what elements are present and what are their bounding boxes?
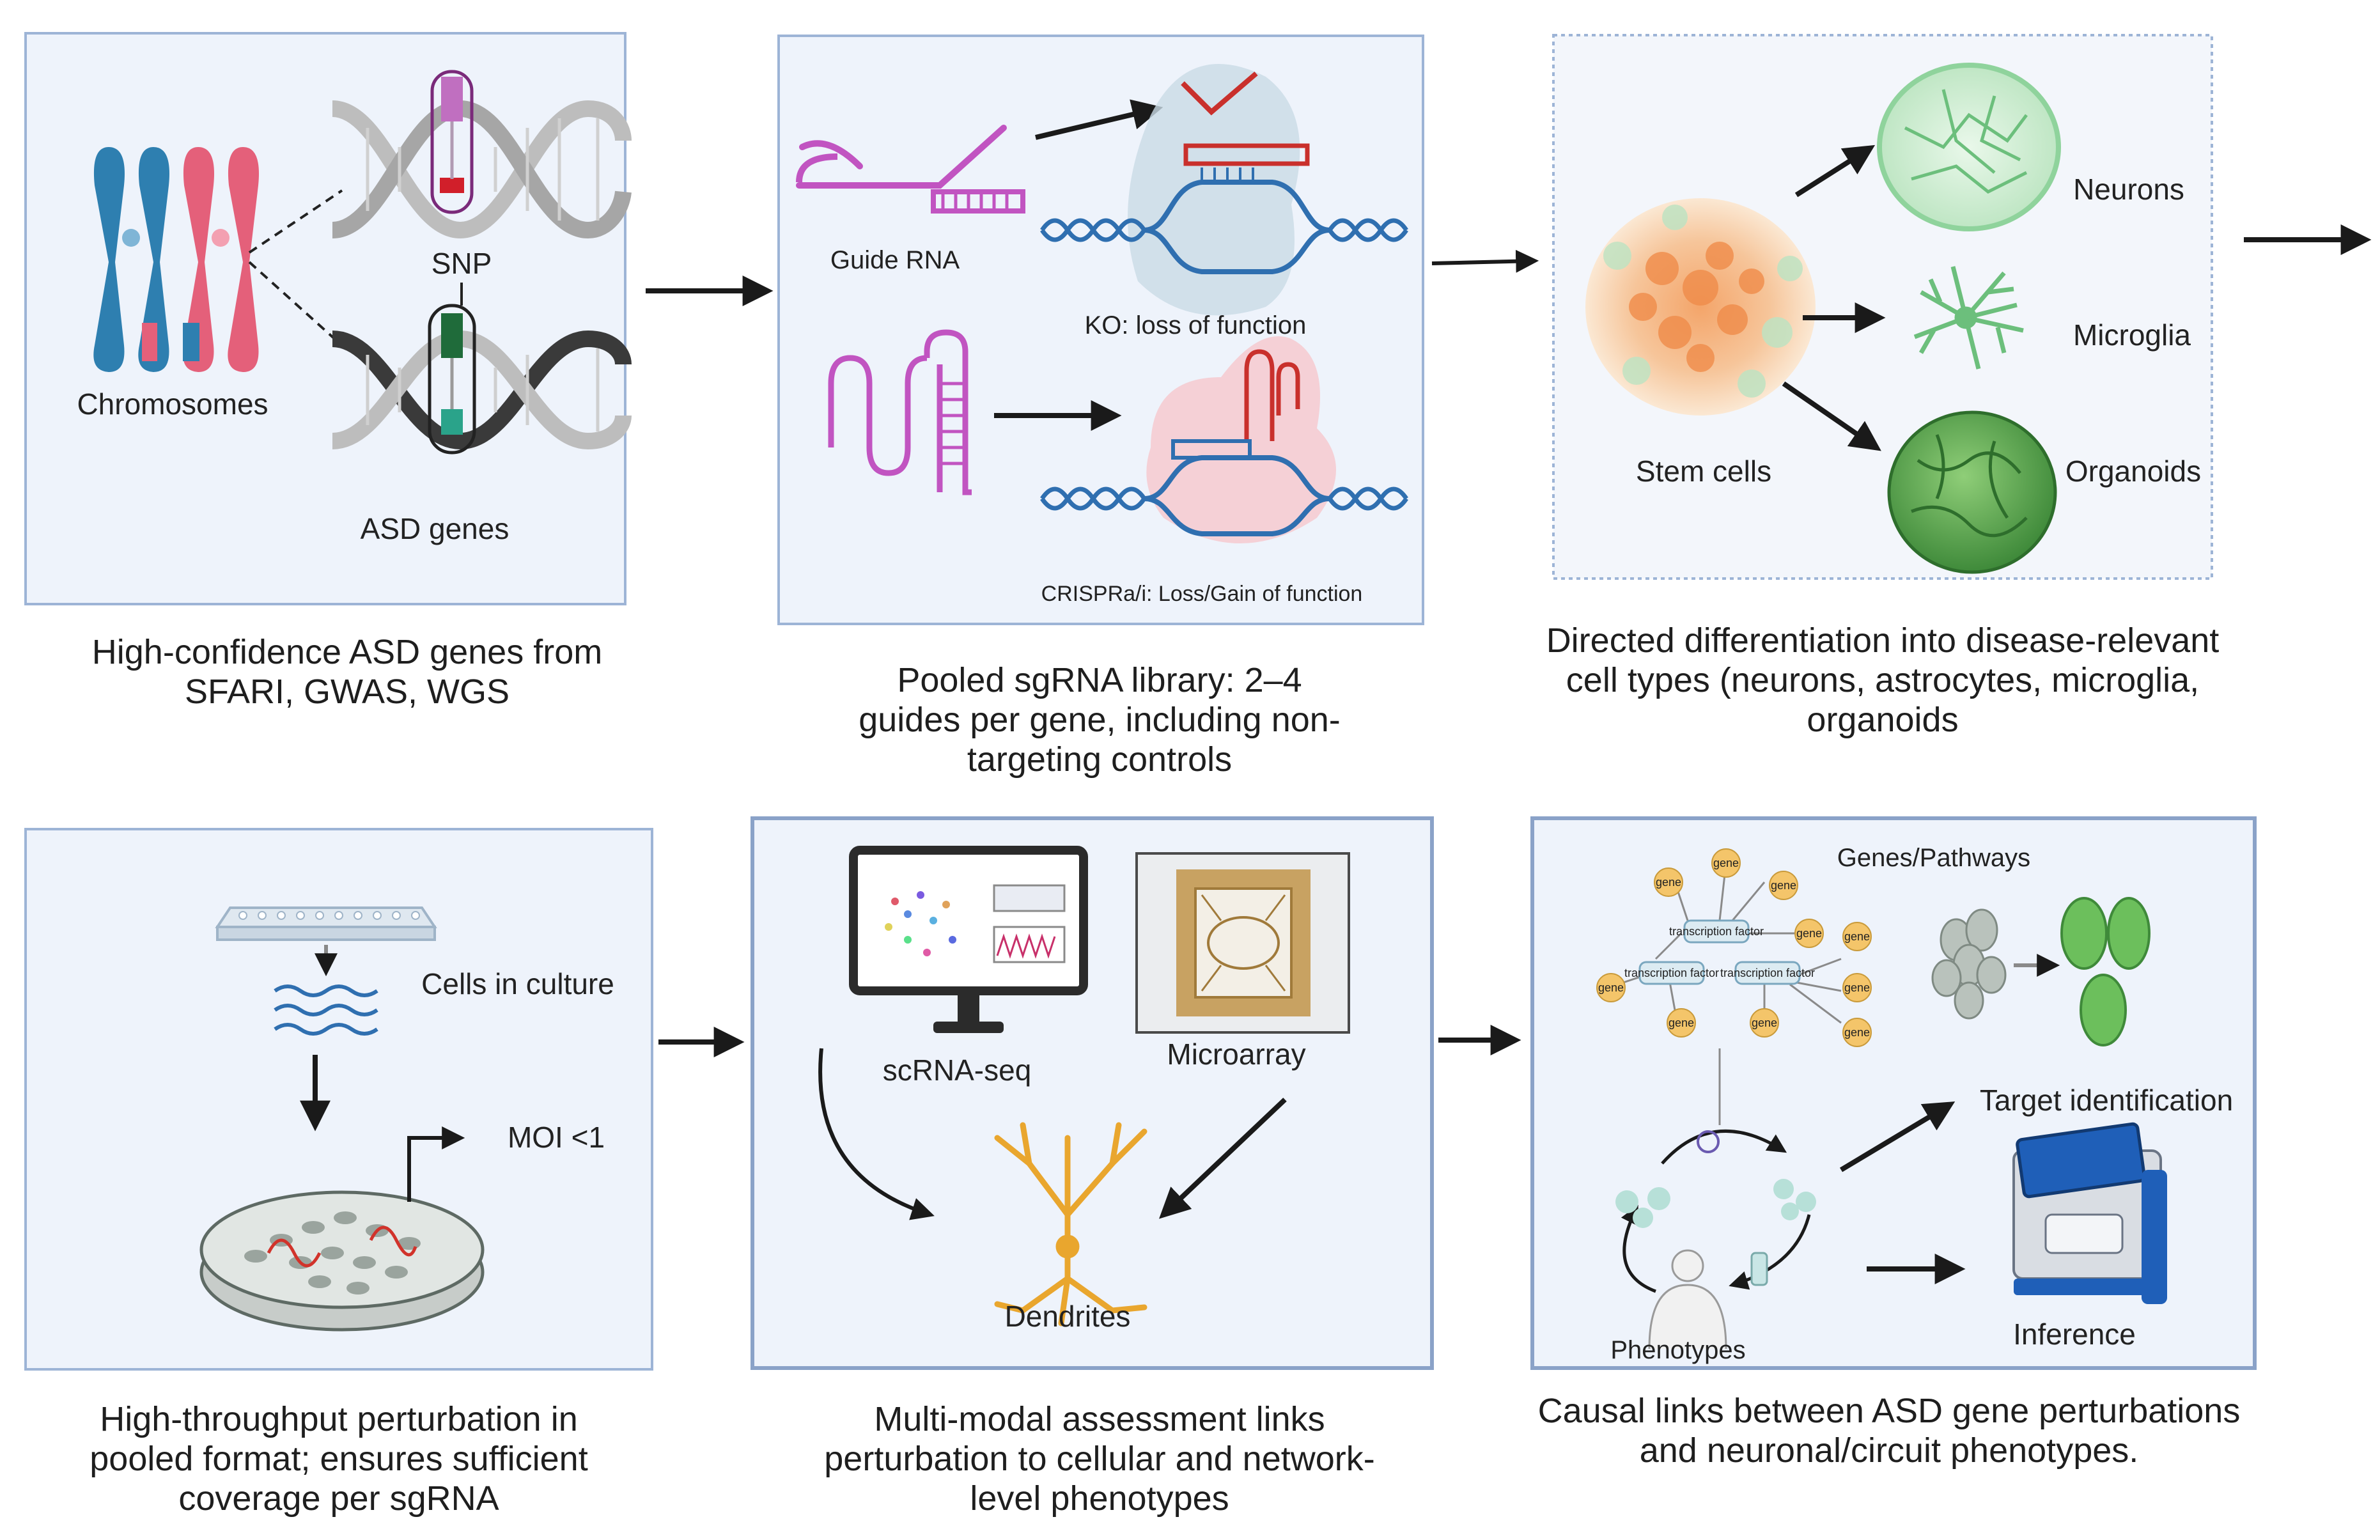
panel2-caption-line2: guides per gene, including non-: [859, 701, 1341, 739]
gene-node-label: gene: [1656, 876, 1681, 889]
petri-dish-icon: [199, 1190, 485, 1332]
gene-node-label: gene: [1844, 1026, 1870, 1039]
organoid-icon: [1887, 410, 2057, 574]
flow-arrow: [1782, 381, 1881, 451]
gene-network-icon: gene gene gene gene gene gene gene gene …: [1596, 848, 1872, 1125]
panel-differentiation: Stem cells Neurons Microglia Organ: [1552, 34, 2213, 580]
panel-perturbation: Cells in culture MOI <1: [24, 828, 653, 1371]
gene-node-label: gene: [1844, 930, 1870, 943]
snp-label: SNP: [432, 247, 492, 280]
transcription-factor-label: transcription factor: [1720, 967, 1815, 979]
dna-helix-icon: [331, 304, 632, 455]
microglia-icon: [1913, 266, 2024, 369]
panel5-caption-line2: perturbation to cellular and network-: [824, 1440, 1374, 1478]
dendrites-label: Dendrites: [1005, 1300, 1131, 1333]
flow-arrow: [1839, 1101, 1956, 1172]
chromosome-icon: [93, 147, 259, 372]
flow-arrow: [1159, 1098, 1287, 1219]
crispr-complex-icon: [1040, 336, 1408, 543]
neurons-label: Neurons: [2073, 173, 2184, 206]
transcription-factor-label: transcription factor: [1624, 967, 1719, 979]
gene-node-label: gene: [1796, 927, 1822, 940]
panel1-caption-line1: High-confidence ASD genes from: [92, 633, 602, 671]
inference-machine-icon: [2012, 1122, 2167, 1304]
panel3-caption-line2: cell types (neurons, astrocytes, microgl…: [1566, 661, 2199, 699]
microglia-label: Microglia: [2073, 318, 2191, 352]
guide-rna-label: Guide RNA: [830, 246, 960, 274]
stem-cell-cluster-icon: [1585, 198, 1816, 416]
panel-causal-links: Genes/Pathways gene gene gene: [1530, 816, 2257, 1370]
dendrite-icon: [994, 1122, 1147, 1326]
panel5-caption-line1: Multi-modal assessment links: [874, 1400, 1325, 1438]
gene-node-label: gene: [1844, 981, 1870, 994]
dna-helix-icon: [331, 70, 632, 239]
target-identification-label: Target identification: [1980, 1084, 2233, 1117]
ko-complex-icon: [1040, 64, 1408, 316]
panel3-caption-line1: Directed differentiation into disease-re…: [1546, 621, 2220, 660]
panel2-caption-line3: targeting controls: [967, 740, 1232, 779]
gene-node-label: gene: [1598, 981, 1624, 994]
stem-cells-label: Stem cells: [1636, 455, 1771, 488]
cells-in-culture-label: Cells in culture: [421, 967, 614, 1000]
panel-asd-genes: Chromosomes SNP: [24, 32, 632, 605]
microarray-chip-icon: [1135, 852, 1350, 1034]
flow-arrow: [1035, 99, 1163, 140]
transcription-factor-label: transcription factor: [1669, 925, 1764, 938]
neuron-culture-icon: [1877, 63, 2061, 231]
genes-pathways-label: Genes/Pathways: [1837, 844, 2030, 872]
panel-assessment: scRNA-seq Microarray Dendrites: [751, 816, 1434, 1370]
organoids-label: Organoids: [2065, 455, 2201, 488]
gene-node-label: gene: [1713, 857, 1739, 869]
panel4-caption-line3: coverage per sgRNA: [178, 1479, 499, 1518]
phenotypes-label: Phenotypes: [1610, 1336, 1745, 1364]
flow-arrow: [818, 1048, 935, 1220]
flow-arrow: [1794, 144, 1876, 198]
panel-sgrna-library: Guide RNA KO: loss of function: [777, 35, 1424, 625]
panel4-caption-line2: pooled format; ensures sufficient: [89, 1440, 587, 1478]
patient-cycle-icon: [1615, 1129, 1816, 1293]
microarray-label: Microarray: [1167, 1038, 1305, 1071]
panel3-caption-line3: organoids: [1807, 701, 1958, 739]
panel6-caption-line1: Causal links between ASD gene perturbati…: [1538, 1392, 2241, 1430]
monitor-icon: [849, 846, 1088, 1033]
flow-arrow: [407, 1126, 465, 1202]
well-plate-icon: [215, 906, 437, 941]
gene-node-label: gene: [1752, 1016, 1777, 1029]
asd-genes-label: ASD genes: [361, 512, 509, 545]
chromosomes-label: Chromosomes: [77, 387, 268, 421]
inference-label: Inference: [2013, 1318, 2136, 1351]
cell-cluster-icon: [1931, 897, 2151, 1046]
moi-label: MOI <1: [508, 1121, 605, 1154]
hairpin-rna-icon: [828, 329, 972, 495]
patient-icon: [1648, 1249, 1768, 1349]
guide-rna-icon: [796, 125, 1025, 214]
scrna-seq-label: scRNA-seq: [883, 1054, 1032, 1087]
panel5-caption-line3: level phenotypes: [970, 1479, 1229, 1518]
panel2-caption-line1: Pooled sgRNA library: 2–4: [897, 661, 1302, 699]
panel6-caption-line2: and neuronal/circuit phenotypes.: [1640, 1431, 2139, 1470]
dna-helix-icon: [274, 984, 378, 1036]
flow-arrow: [1431, 249, 1539, 273]
gene-node-label: gene: [1771, 879, 1796, 892]
ko-label: KO: loss of function: [1085, 311, 1307, 339]
gene-node-label: gene: [1668, 1016, 1694, 1029]
crispr-label: CRISPRa/i: Loss/Gain of function: [1041, 582, 1363, 606]
panel1-caption-line2: SFARI, GWAS, WGS: [185, 673, 509, 711]
panel4-caption-line1: High-throughput perturbation in: [100, 1400, 577, 1438]
